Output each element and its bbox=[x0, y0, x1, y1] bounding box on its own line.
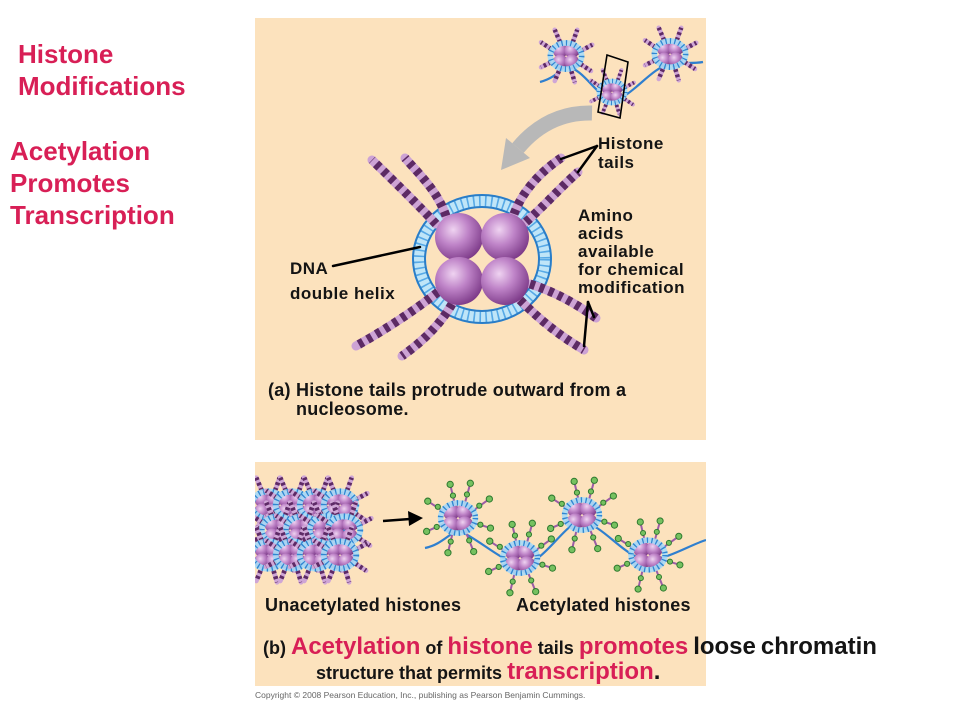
slide-title-line: Modifications bbox=[18, 71, 186, 101]
label-line: Histone bbox=[598, 134, 664, 153]
label-line: available bbox=[578, 242, 655, 261]
zoom-selection-box bbox=[597, 53, 629, 120]
histone-tails-leader-line bbox=[559, 144, 599, 161]
caption-b-word: structure that permits bbox=[316, 663, 503, 683]
slide-subtitle-line: Transcription bbox=[10, 200, 175, 230]
transition-arrow bbox=[382, 511, 423, 526]
label-line: acids bbox=[578, 224, 624, 243]
caption-a-line-1: (a) Histone tails protrude outward from … bbox=[268, 380, 626, 400]
amino-acids-label: Amino acids available for chemical modif… bbox=[578, 207, 685, 297]
label-line: for chemical bbox=[578, 260, 685, 279]
slide-subtitle: Acetylation Promotes Transcription bbox=[10, 135, 175, 231]
histone-tail bbox=[509, 153, 566, 219]
histone-tail bbox=[351, 287, 443, 351]
histone-tail bbox=[525, 279, 601, 323]
histone-tail bbox=[515, 295, 589, 355]
label-line: tails bbox=[598, 153, 635, 172]
caption-b-keyword: Acetylation bbox=[291, 633, 421, 660]
histone-core-sphere bbox=[435, 257, 483, 305]
caption-b-word: of bbox=[425, 638, 443, 658]
zoom-arrow bbox=[501, 105, 593, 170]
slide-subtitle-line: Promotes bbox=[10, 168, 130, 198]
slide-subtitle-line: Acetylation bbox=[10, 136, 151, 166]
amino-acids-leader-line bbox=[582, 300, 590, 348]
acetylated-nucleosome bbox=[614, 518, 683, 592]
histone-core-sphere bbox=[435, 213, 483, 261]
caption-b-marker: (b) bbox=[263, 638, 286, 658]
double-helix-label: double helix bbox=[290, 284, 396, 303]
label-line: modification bbox=[578, 278, 686, 297]
panel-b-art bbox=[242, 477, 706, 596]
acetylated-nucleosome bbox=[548, 477, 618, 553]
acetylated-histones-label: Acetylated histones bbox=[516, 595, 691, 615]
caption-b-emphasis: loose bbox=[693, 633, 756, 660]
fiber-nucleosome bbox=[541, 30, 592, 83]
caption-a-marker: (a) bbox=[268, 380, 291, 400]
caption-b-line-2: structure that permits transcription. bbox=[316, 659, 660, 686]
acetylated-nucleosome bbox=[486, 520, 556, 596]
slide-title: Histone Modifications bbox=[18, 38, 186, 102]
caption-b-keyword: transcription bbox=[507, 658, 654, 685]
histone-tail bbox=[367, 155, 441, 229]
caption-b-keyword: histone bbox=[447, 633, 533, 660]
unacetylated-histones-label: Unacetylated histones bbox=[265, 595, 462, 615]
histone-core-sphere bbox=[481, 213, 529, 261]
compact-chromatin bbox=[242, 478, 371, 583]
histone-tail bbox=[400, 153, 451, 221]
histone-tails-label: Histone tails bbox=[598, 134, 664, 172]
caption-b-emphasis: chromatin bbox=[760, 633, 877, 660]
caption-b-line-1: (b) Acetylation of histone tails promote… bbox=[263, 634, 877, 661]
dna-label: DNA bbox=[290, 259, 329, 278]
dna-double-helix bbox=[412, 194, 552, 324]
label-line: Amino bbox=[578, 206, 634, 225]
histone-tails-leader-line bbox=[576, 144, 599, 174]
fiber-nucleosome bbox=[591, 70, 634, 114]
histone-tail bbox=[397, 299, 457, 361]
dna-leader-line bbox=[331, 245, 422, 268]
histone-core-sphere bbox=[481, 257, 529, 305]
histone-tail bbox=[521, 167, 583, 227]
caption-a-line-2: nucleosome. bbox=[296, 399, 409, 419]
panel-a-art bbox=[331, 28, 704, 361]
slide-title-line: Histone bbox=[18, 39, 114, 69]
copyright-notice: Copyright © 2008 Pearson Education, Inc.… bbox=[255, 690, 586, 700]
caption-b-word: tails bbox=[537, 638, 574, 658]
caption-a-text: Histone tails protrude outward from a bbox=[296, 380, 627, 400]
caption-b-keyword: promotes bbox=[578, 633, 689, 660]
caption-b-period: . bbox=[653, 658, 661, 685]
